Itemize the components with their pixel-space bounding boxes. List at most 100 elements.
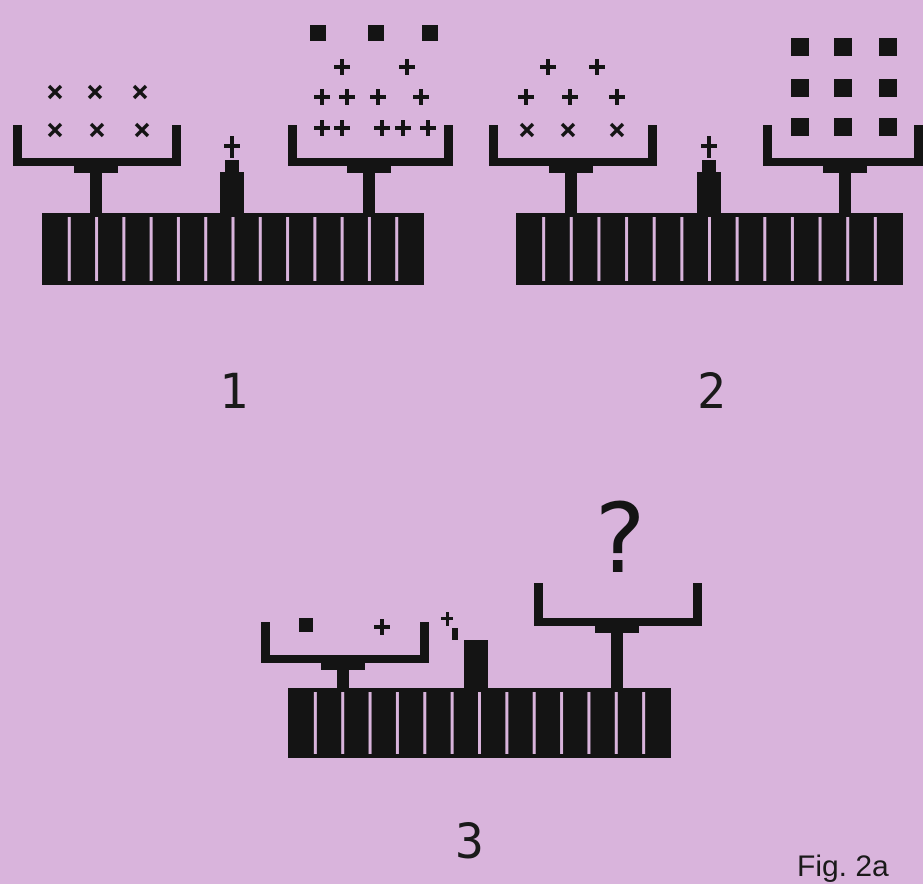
pointer-body: [464, 640, 488, 688]
base-segment-line: [259, 217, 262, 281]
square-symbol-icon: [879, 38, 897, 56]
plus-symbol-icon: [405, 59, 409, 75]
plus-symbol-icon: [401, 120, 405, 136]
base-segment-line: [478, 692, 481, 754]
plus-symbol-icon: [568, 89, 572, 105]
panel-2-label: 2: [697, 368, 726, 416]
figure-caption: Fig. 2a: [797, 850, 889, 884]
base-segment-line: [368, 217, 371, 281]
panel-3-label: 3: [455, 818, 484, 866]
pointer-cross: [441, 617, 453, 620]
base-segment-line: [395, 217, 398, 281]
balance-scale-2: [489, 38, 923, 285]
plus-symbol-icon: [546, 59, 550, 75]
base-segment-line: [68, 217, 71, 281]
plus-symbol-icon: [615, 89, 619, 105]
pan-stem: [363, 172, 375, 215]
panel-1-label: 1: [219, 368, 248, 416]
plus-symbol-icon: [524, 89, 528, 105]
base-segment-line: [587, 692, 590, 754]
x-symbol-icon: [562, 124, 574, 136]
base-segment-line: [642, 692, 645, 754]
plus-symbol-icon: [380, 120, 384, 136]
pan-bracket: [595, 624, 639, 633]
base-segment-line: [286, 217, 289, 281]
pointer-cross: [701, 144, 717, 148]
base-segment-line: [874, 217, 877, 281]
pointer-body: [225, 160, 239, 172]
square-symbol-icon: [834, 38, 852, 56]
x-symbol-icon: [611, 124, 623, 136]
plus-symbol-icon: [376, 89, 380, 105]
base-segment-line: [791, 217, 794, 281]
x-symbol-icon: [136, 124, 148, 136]
base-segment-line: [341, 217, 344, 281]
base-segment-line: [708, 217, 711, 281]
base-segment-line: [314, 692, 317, 754]
base-segment-line: [313, 217, 316, 281]
balance-scale-3: ?: [261, 483, 702, 758]
base-segment-line: [597, 217, 600, 281]
base-segment-line: [204, 217, 207, 281]
pan-bracket: [347, 164, 391, 173]
pan-stem: [90, 172, 102, 215]
base-segment-line: [369, 692, 372, 754]
base-segment-line: [819, 217, 822, 281]
base-segment-line: [763, 217, 766, 281]
base-segment-line: [396, 692, 399, 754]
x-symbol-icon: [49, 86, 61, 98]
base-segment-line: [680, 217, 683, 281]
square-symbol-icon: [791, 38, 809, 56]
base-segment-line: [533, 692, 536, 754]
plus-symbol-icon: [595, 59, 599, 75]
plus-symbol-icon: [340, 120, 344, 136]
square-symbol-icon: [368, 25, 384, 41]
square-symbol-icon: [791, 79, 809, 97]
plus-symbol-icon: [320, 89, 324, 105]
x-symbol-icon: [49, 124, 61, 136]
pan-stem: [565, 172, 577, 215]
base-segment-line: [150, 217, 153, 281]
pan-stem: [337, 669, 349, 690]
base-segment-line: [625, 217, 628, 281]
plus-symbol-icon: [426, 120, 430, 136]
pan-bracket: [549, 164, 593, 173]
base-segment-line: [736, 217, 739, 281]
square-symbol-icon: [299, 618, 313, 632]
plus-symbol-icon: [320, 120, 324, 136]
base-segment-line: [505, 692, 508, 754]
base-segment-line: [95, 217, 98, 281]
pan-bracket: [321, 661, 365, 670]
pan-stem: [839, 172, 851, 215]
pointer-needle: [452, 628, 458, 640]
base-segment-line: [423, 692, 426, 754]
plus-symbol-icon: [419, 89, 423, 105]
x-symbol-icon: [134, 86, 146, 98]
pointer-body: [220, 172, 244, 215]
pointer-body: [702, 160, 716, 172]
x-symbol-icon: [91, 124, 103, 136]
base-segment-line: [341, 692, 344, 754]
plus-symbol-icon: [345, 89, 349, 105]
square-symbol-icon: [310, 25, 326, 41]
pan-bracket: [74, 164, 118, 173]
base-segment-line: [542, 217, 545, 281]
pointer-cross: [224, 144, 240, 148]
square-symbol-icon: [879, 118, 897, 136]
plus-symbol-icon: [380, 619, 384, 635]
base-segment-line: [451, 692, 454, 754]
base-segment-line: [653, 217, 656, 281]
base-segment-line: [846, 217, 849, 281]
square-symbol-icon: [791, 118, 809, 136]
x-symbol-icon: [89, 86, 101, 98]
base-segment-line: [232, 217, 235, 281]
balance-scale-1: [13, 25, 453, 285]
x-symbol-icon: [521, 124, 533, 136]
square-symbol-icon: [879, 79, 897, 97]
pan-bracket: [823, 164, 867, 173]
base-segment-line: [122, 217, 125, 281]
base-segment-line: [570, 217, 573, 281]
base-segment-line: [615, 692, 618, 754]
